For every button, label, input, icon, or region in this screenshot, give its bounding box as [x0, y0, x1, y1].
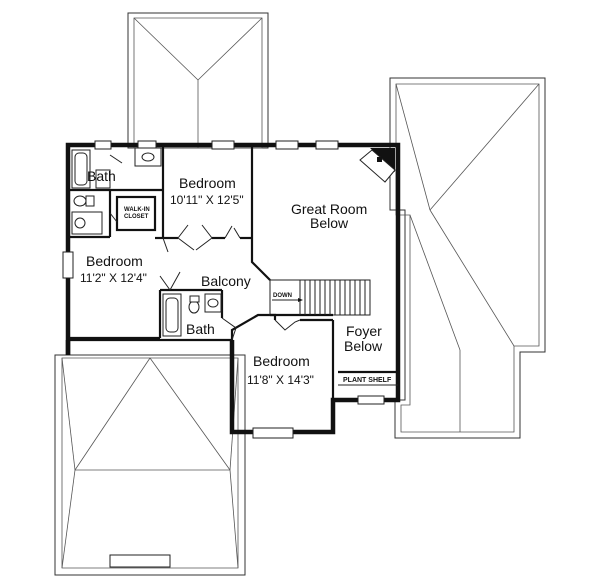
roof-bottom [54, 354, 246, 576]
foyer-label-2: Below [344, 338, 383, 354]
bath-top-fixtures [71, 147, 162, 235]
bedroom-top-label: Bedroom [179, 175, 236, 191]
plant-shelf-label: PLANT SHELF [343, 377, 392, 384]
bath-top-label: Bath [87, 168, 116, 184]
great-room-label-2: Below [310, 215, 349, 231]
windows [62, 140, 385, 439]
bedroom-top-dims: 10'11" X 12'5" [170, 193, 244, 207]
interior-walls [68, 145, 398, 400]
roof-right [389, 77, 546, 439]
walkin-closet-label-1: WALK-IN [124, 207, 150, 213]
roof-top [127, 12, 269, 149]
doors [109, 154, 301, 341]
bedroom-bottom-label: Bedroom [253, 353, 310, 369]
bedroom-bottom-dims: 11'8" X 14'3" [247, 373, 314, 387]
balcony-label: Balcony [201, 273, 251, 289]
great-room-label-1: Great Room [291, 201, 367, 217]
stairs [272, 280, 366, 315]
bath-mid-label: Bath [186, 321, 215, 337]
walkin-closet-label-2: CLOSET [124, 214, 149, 220]
bedroom-left-label: Bedroom [86, 253, 143, 269]
bath-mid-fixtures [162, 293, 222, 337]
stair-down-label: DOWN [273, 293, 292, 299]
bedroom-left-dims: 11'2" X 12'4" [80, 271, 147, 285]
foyer-label-1: Foyer [346, 323, 382, 339]
